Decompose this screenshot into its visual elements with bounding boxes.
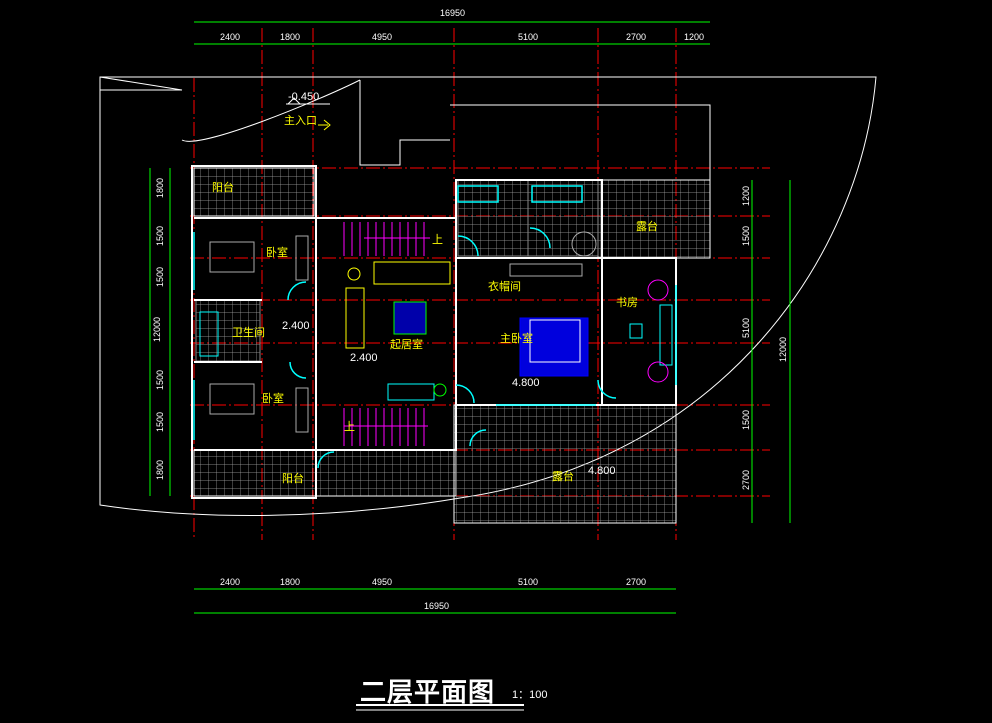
dim-top-3: 4950: [372, 32, 392, 42]
level-4: 4.800: [588, 465, 616, 477]
dim-left-2: 1500: [155, 226, 165, 246]
dim-top-1: 2400: [220, 32, 240, 42]
level-marks: [286, 97, 330, 105]
room-master: 主卧室: [500, 331, 533, 345]
room-living: 起居室: [390, 337, 423, 351]
dim-left-total: 12000: [152, 317, 162, 342]
dim-bottom-2: 1800: [280, 577, 300, 587]
entrance-label: 主入口: [284, 114, 317, 127]
level-1: 2.400: [282, 320, 310, 332]
room-balcony-nw: 阳台: [212, 180, 234, 194]
stair-up-1: 上: [432, 233, 443, 246]
dim-right-5: 2700: [741, 470, 751, 490]
room-bedroom-s: 卧室: [262, 391, 284, 405]
entrance-level: -0.450: [288, 91, 319, 103]
dim-bottom-4: 5100: [518, 577, 538, 587]
room-bedroom-n: 卧室: [266, 245, 288, 259]
room-terrace-s: 露台: [552, 469, 574, 483]
dim-bottom-5: 2700: [626, 577, 646, 587]
dim-top-2: 1800: [280, 32, 300, 42]
room-study: 书房: [616, 296, 638, 309]
dim-right-2: 1500: [741, 226, 751, 246]
title-underline: [356, 704, 524, 711]
room-walkin: 衣帽间: [488, 279, 521, 293]
furniture-fills: [393, 301, 589, 397]
stair-up-2: 上: [344, 420, 355, 433]
doors-windows: [193, 185, 677, 469]
dim-left-3: 1500: [155, 267, 165, 287]
level-2: 2.400: [350, 352, 378, 364]
level-3: 4.800: [512, 377, 540, 389]
drawing-scale: 1：100: [512, 689, 548, 701]
room-bathroom: 卫生间: [232, 325, 265, 339]
dim-top-total: 16950: [440, 8, 465, 18]
stairs: [343, 222, 430, 446]
dim-left-6: 1800: [155, 460, 165, 480]
dim-left-5: 1500: [155, 412, 165, 432]
dim-top-6: 1200: [684, 32, 704, 42]
furniture: [199, 231, 673, 433]
room-balcony-sw: 阳台: [282, 471, 304, 485]
dim-right-4: 1500: [741, 410, 751, 430]
dim-right-3: 5100: [741, 318, 751, 338]
entrance-arrow: [318, 119, 331, 131]
drawing-title: 二层平面图: [360, 678, 496, 708]
dimension-lines: [149, 21, 791, 614]
dim-bottom-1: 2400: [220, 577, 240, 587]
dim-bottom-total: 16950: [424, 601, 449, 611]
room-terrace-ne: 露台: [636, 219, 658, 233]
dim-right-1: 1200: [741, 186, 751, 206]
dim-bottom-3: 4950: [372, 577, 392, 587]
dim-top-5: 2700: [626, 32, 646, 42]
dim-left-1: 1800: [155, 178, 165, 198]
dim-right-total: 12000: [778, 337, 788, 362]
plants: [647, 279, 669, 383]
dim-left-4: 1500: [155, 370, 165, 390]
dim-top-4: 5100: [518, 32, 538, 42]
